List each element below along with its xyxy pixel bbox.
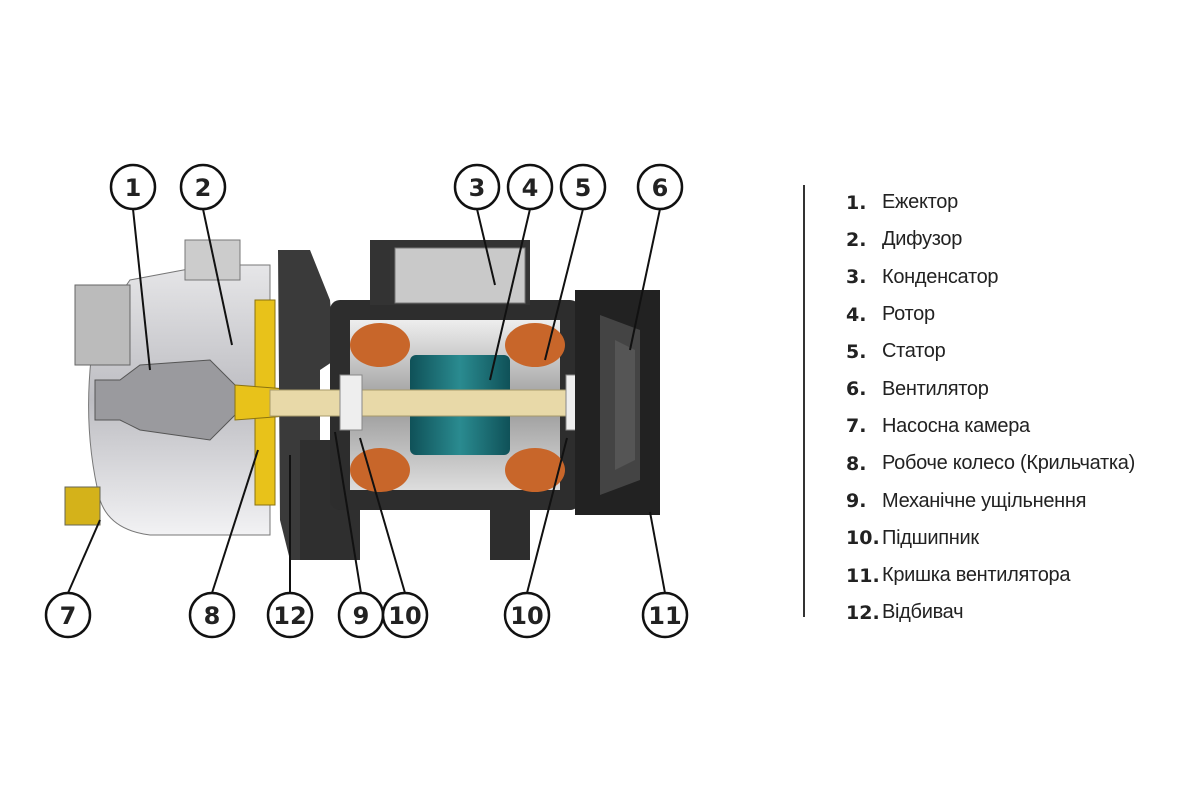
legend-item: 10.Підшипник	[846, 526, 979, 550]
svg-text:4: 4	[522, 174, 539, 202]
legend-item: 1.Ежектор	[846, 191, 958, 214]
pump-cutaway-diagram: 1 2 3 4 5 6 7 8 12 9 10 10 11	[44, 163, 689, 639]
callout-12: 12	[266, 591, 314, 639]
legend-item: 8.Робоче колесо (Крильчатка)	[846, 452, 1135, 475]
svg-text:9: 9	[353, 602, 370, 630]
drain-plug	[64, 486, 101, 526]
svg-text:6: 6	[652, 174, 669, 202]
callout-6: 6	[636, 163, 684, 211]
svg-text:10: 10	[388, 602, 421, 630]
svg-text:8: 8	[204, 602, 221, 630]
legend-item: 11.Кришка вентилятора	[846, 564, 1071, 587]
legend-item: 6.Вентилятор	[846, 377, 989, 401]
legend-item: 9.Механічне ущільнення	[846, 489, 1087, 513]
svg-text:10: 10	[510, 602, 543, 630]
callout-9: 9	[337, 591, 385, 639]
callout-7: 7	[44, 591, 92, 639]
legend-item: 7.Насосна камера	[846, 414, 1030, 438]
legend-item: 3.Конденсатор	[846, 265, 999, 289]
callout-1: 1	[109, 163, 157, 211]
legend-item: 4.Ротор	[846, 303, 935, 326]
legend-item: 2.Дифузор	[846, 228, 963, 251]
legend: 1.Ежектор 2.Дифузор 3.Конденсатор 4.Рото…	[846, 184, 1135, 632]
svg-text:11: 11	[648, 602, 681, 630]
outlet-pipe	[184, 239, 241, 281]
callout-10-left: 10	[381, 591, 429, 639]
pump-body	[64, 239, 660, 560]
svg-text:1: 1	[125, 174, 142, 202]
callout-8: 8	[188, 591, 236, 639]
svg-text:2: 2	[195, 174, 212, 202]
callout-5: 5	[559, 163, 607, 211]
callout-10-right: 10	[503, 591, 551, 639]
svg-text:7: 7	[60, 602, 77, 630]
callouts: 1 2 3 4 5 6 7 8 12 9 10 10 11	[44, 163, 689, 639]
legend-item: 5.Статор	[846, 340, 946, 363]
callout-2: 2	[179, 163, 227, 211]
capacitor	[394, 247, 526, 304]
divider	[803, 185, 805, 617]
svg-text:5: 5	[575, 174, 592, 202]
svg-text:12: 12	[273, 602, 306, 630]
legend-item: 12.Відбивач	[846, 601, 964, 624]
inlet-pipe	[74, 284, 131, 366]
svg-text:3: 3	[469, 174, 486, 202]
leader-lines	[67, 208, 666, 594]
callout-3: 3	[453, 163, 501, 211]
bearing	[339, 374, 363, 431]
callout-4: 4	[506, 163, 554, 211]
callout-11: 11	[641, 591, 689, 639]
